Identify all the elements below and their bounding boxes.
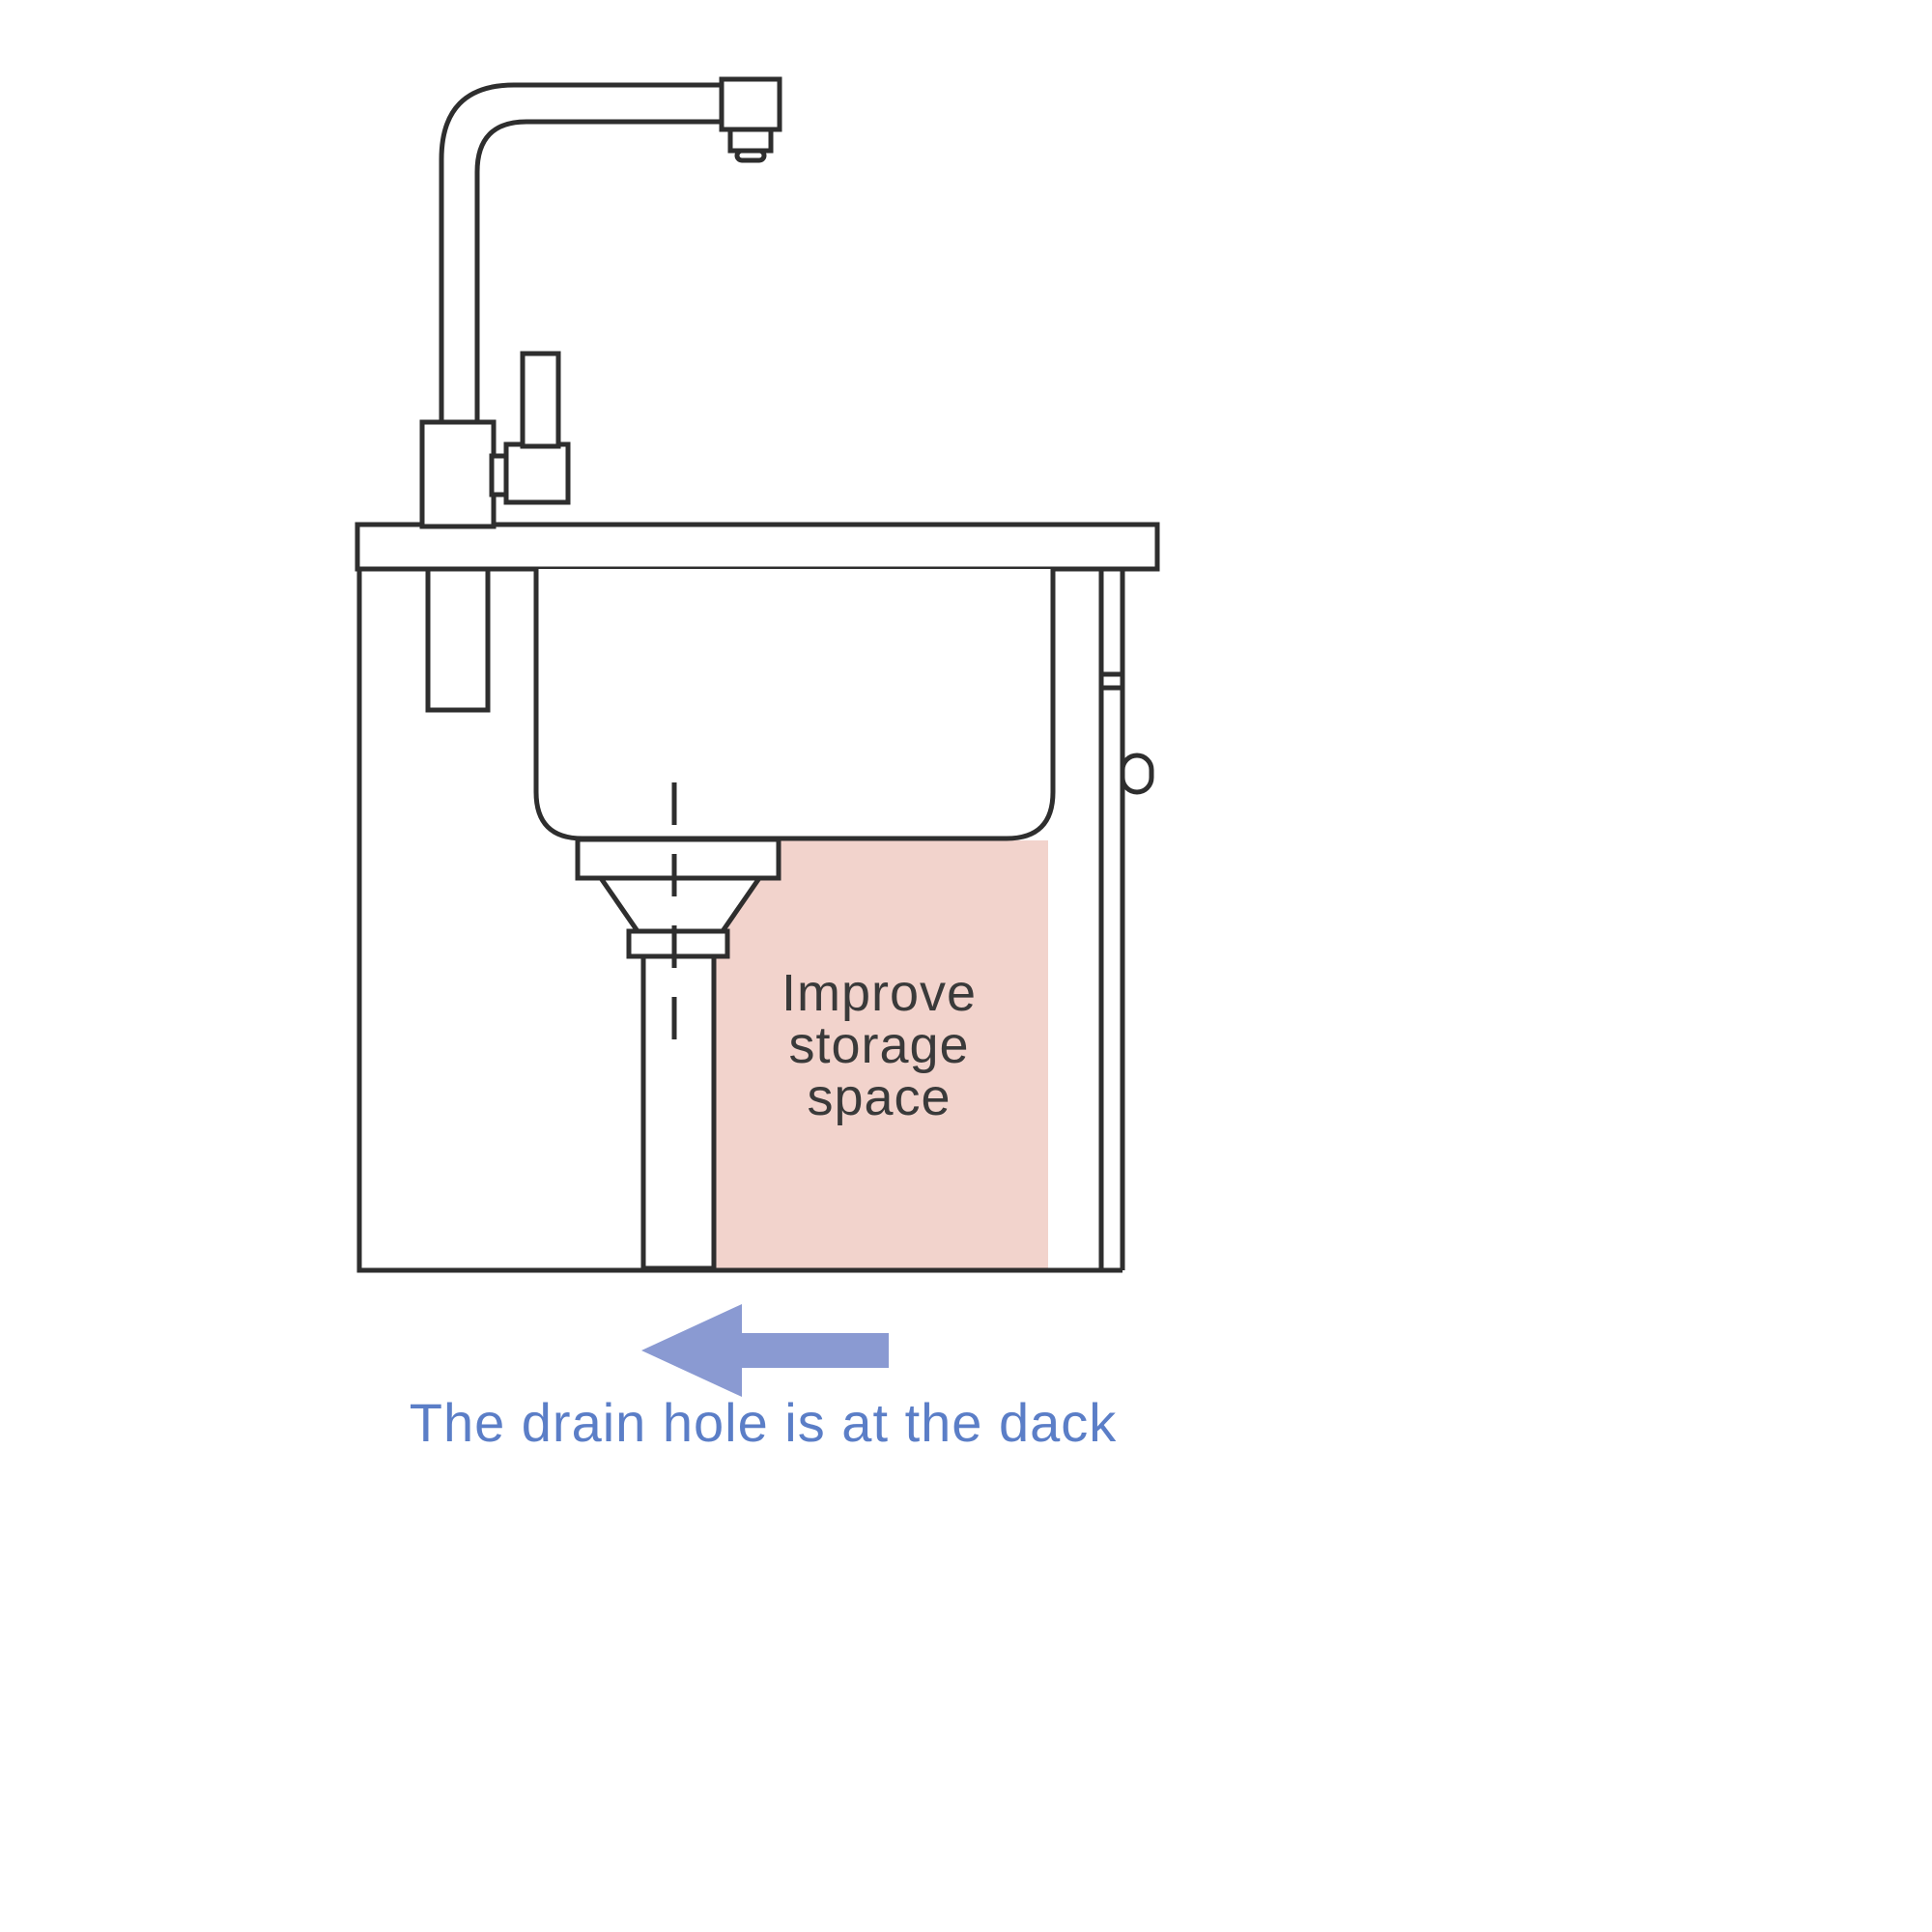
linework-group bbox=[355, 76, 1160, 1273]
storage-label-line-3: space bbox=[807, 1068, 951, 1126]
faucet-handle-base bbox=[503, 441, 571, 505]
left-arrow-icon bbox=[641, 1304, 889, 1397]
storage-label-line-1: Improve bbox=[781, 964, 977, 1022]
faucet-nozzle bbox=[719, 76, 782, 132]
storage-highlight-region bbox=[716, 840, 1048, 1268]
drain-flange bbox=[575, 837, 781, 881]
sink-basin bbox=[533, 569, 1056, 841]
mounting-clip bbox=[1120, 753, 1154, 795]
faucet-aerator-tip bbox=[734, 148, 767, 163]
caption-text: The drain hole is at the dack bbox=[410, 1392, 1118, 1453]
countertop bbox=[355, 522, 1160, 572]
faucet-aerator bbox=[727, 127, 774, 154]
drain-collar bbox=[626, 928, 730, 959]
faucet-handle-lever bbox=[520, 351, 561, 449]
storage-label-line-2: storage bbox=[788, 1016, 969, 1074]
faucet-spout-outer bbox=[439, 82, 724, 422]
drain-pipe bbox=[640, 953, 717, 1271]
cabinet-outline bbox=[356, 570, 1122, 1273]
faucet-spout-inner bbox=[474, 119, 724, 422]
faucet-body bbox=[419, 419, 497, 529]
faucet-shank bbox=[425, 566, 491, 713]
